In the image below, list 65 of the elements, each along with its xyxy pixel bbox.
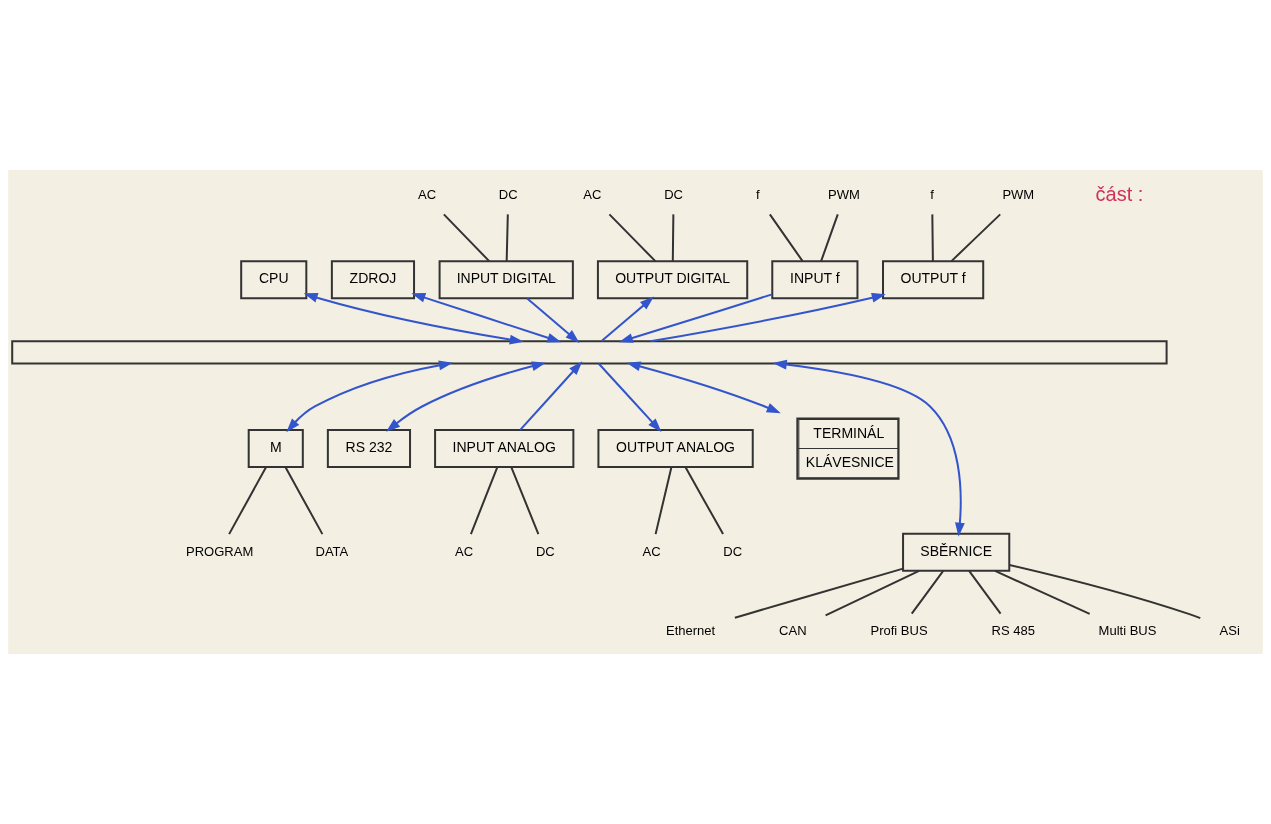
connector xyxy=(931,213,934,263)
arrow xyxy=(411,292,562,343)
node-box: CPU xyxy=(240,260,308,300)
connector xyxy=(824,569,921,617)
node-text: f xyxy=(930,187,934,203)
node-text: PROGRAM xyxy=(186,543,254,559)
connector xyxy=(228,466,267,536)
arrow xyxy=(772,359,965,537)
node-text: AC xyxy=(642,543,661,559)
arrow xyxy=(386,361,546,432)
arrow xyxy=(618,293,774,343)
connector xyxy=(994,569,1091,615)
node-box: INPUT f xyxy=(771,260,859,300)
node-box: OUTPUT f xyxy=(882,260,985,300)
node-text: ASi xyxy=(1219,623,1240,639)
node-text: DATA xyxy=(315,543,349,559)
label: část : xyxy=(1095,183,1144,206)
node-box: SBĚRNICE xyxy=(902,532,1011,572)
connector xyxy=(910,569,945,615)
node-box: RS 232 xyxy=(326,429,412,469)
node-box: M xyxy=(247,429,304,469)
connector xyxy=(733,567,904,619)
connector xyxy=(768,213,804,263)
arrow xyxy=(526,297,580,343)
arrow xyxy=(626,361,781,414)
connector xyxy=(684,466,725,536)
connector xyxy=(442,213,491,263)
node-text: DC xyxy=(723,543,743,559)
connector xyxy=(654,466,673,536)
node-text: AC xyxy=(583,187,602,203)
node-text: RS 485 xyxy=(991,623,1035,639)
node-text: CAN xyxy=(779,623,807,639)
arrow xyxy=(649,293,886,343)
arrow xyxy=(519,361,583,431)
node-text: AC xyxy=(455,543,474,559)
connector xyxy=(505,213,509,263)
connector xyxy=(671,213,675,263)
node-bar xyxy=(11,340,1168,365)
node-text: Multi BUS xyxy=(1098,623,1157,639)
node-text: PWM xyxy=(828,187,860,203)
node-text: DC xyxy=(664,187,683,203)
connector xyxy=(968,569,1002,615)
arrow xyxy=(597,362,662,433)
connector xyxy=(820,213,839,263)
connector xyxy=(950,213,1002,263)
arrow xyxy=(600,296,654,342)
connector xyxy=(510,466,540,536)
connector xyxy=(1008,563,1202,620)
node-box: INPUT ANALOG xyxy=(434,429,575,469)
node-text: Profi BUS xyxy=(870,623,928,639)
connector xyxy=(608,213,657,263)
node-text: PWM xyxy=(1002,187,1035,203)
connector xyxy=(469,466,499,536)
node-text: Ethernet xyxy=(666,623,716,639)
node-box: OUTPUT ANALOG xyxy=(597,429,754,469)
node-box: ZDROJ xyxy=(330,260,416,300)
node-text: AC xyxy=(418,187,437,203)
node-text: DC xyxy=(498,187,518,203)
connector xyxy=(284,466,324,536)
arrow xyxy=(286,360,453,433)
node-box: INPUT DIGITAL xyxy=(438,260,574,300)
node-text: f xyxy=(755,187,760,203)
arrow xyxy=(303,293,524,345)
node-text: DC xyxy=(535,543,555,559)
node-box: OUTPUT DIGITAL xyxy=(596,260,749,300)
